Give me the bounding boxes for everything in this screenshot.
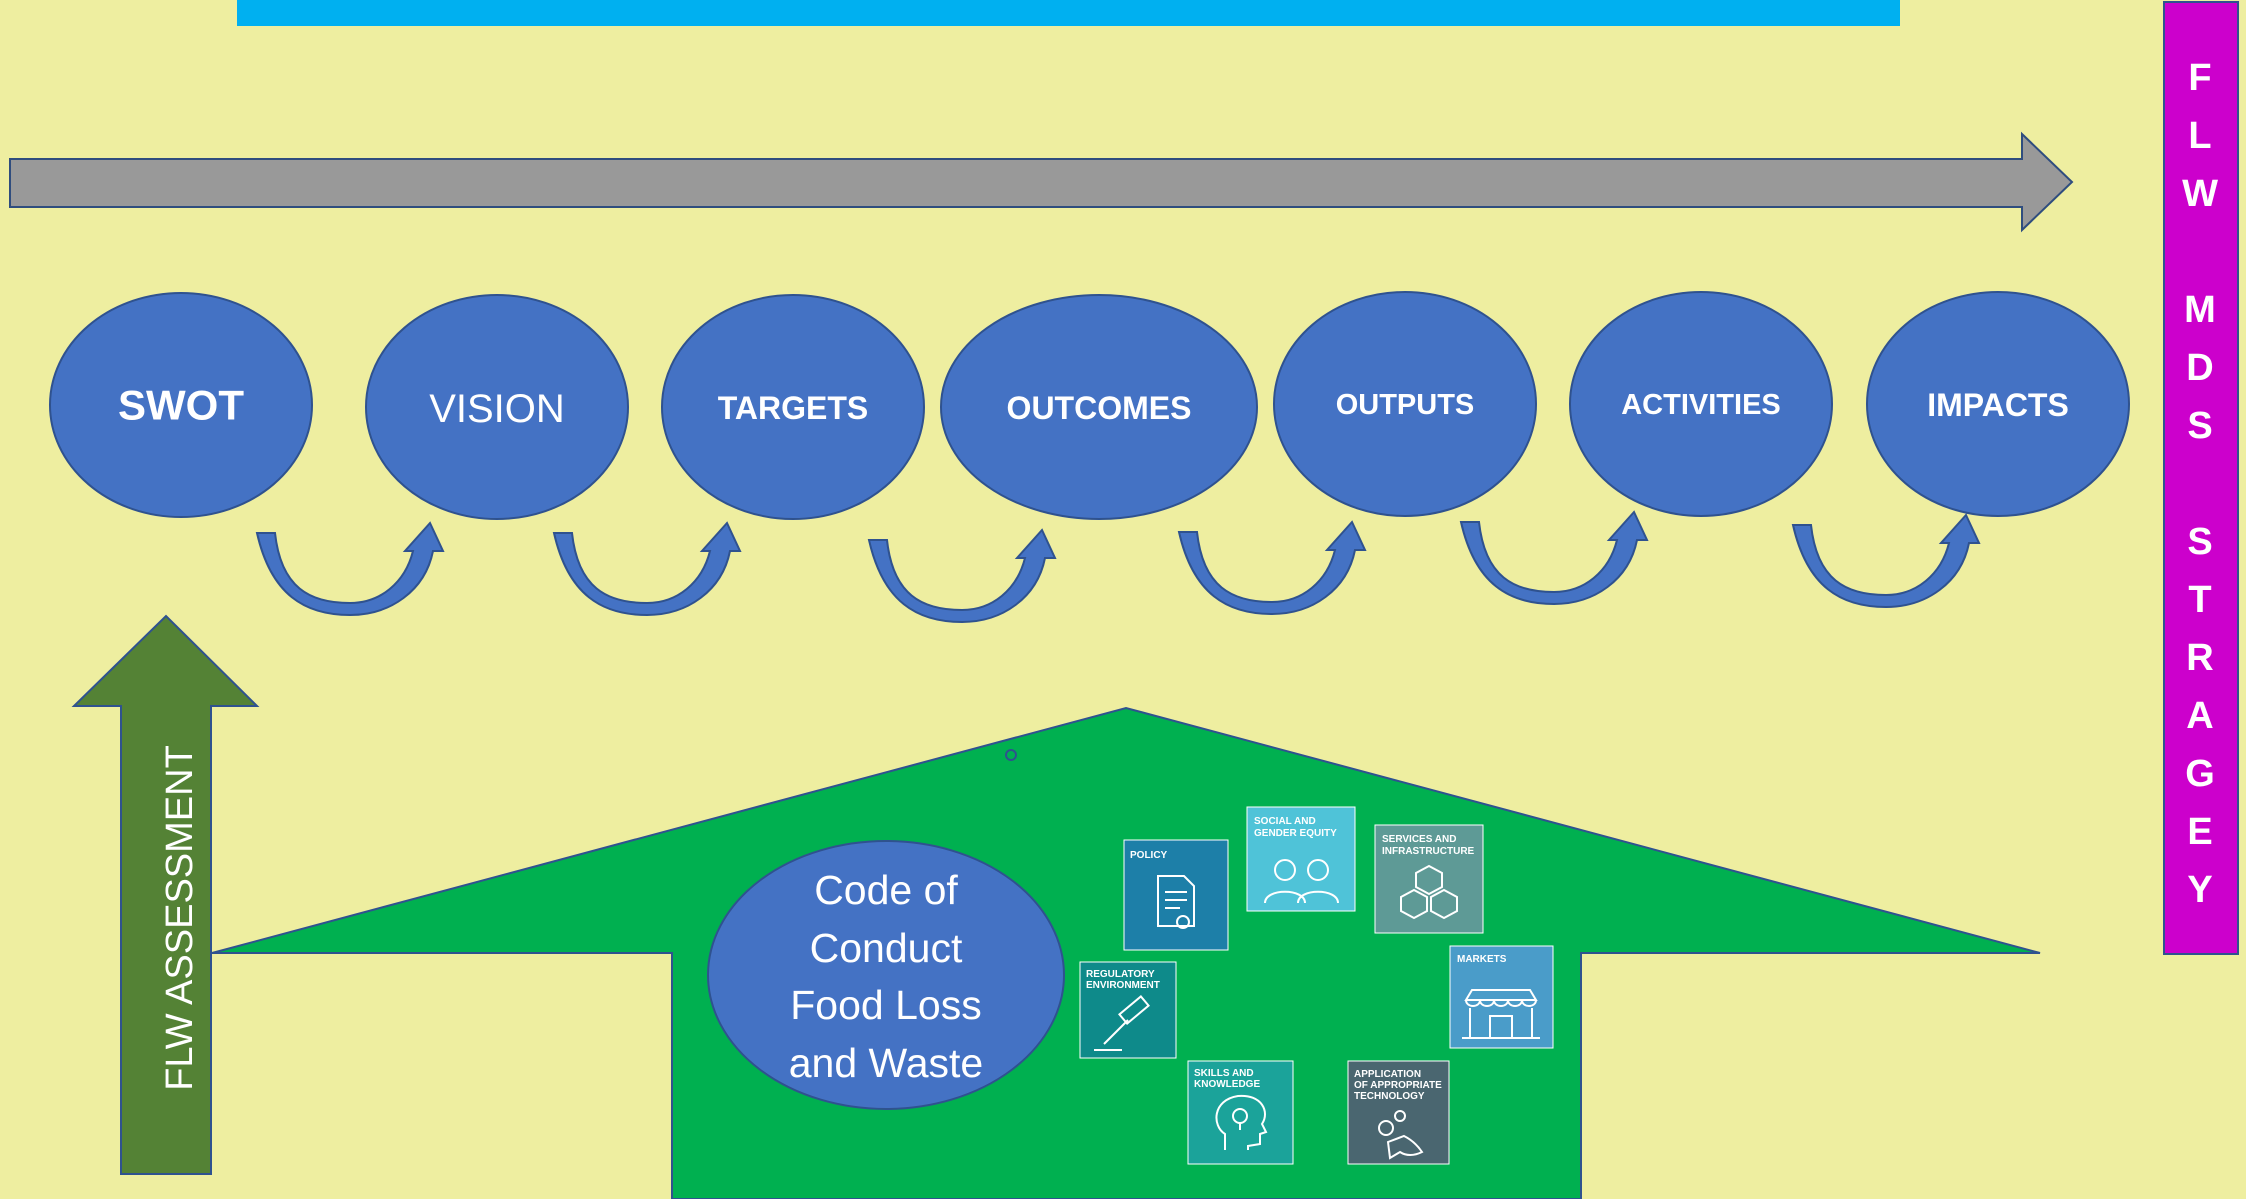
- connector-arrow-2: [553, 522, 741, 616]
- tile-technology: APPLICATION OF APPROPRIATE TECHNOLOGY: [1347, 1060, 1450, 1165]
- tile-skills-label-2: KNOWLEDGE: [1194, 1079, 1260, 1090]
- strategy-letter: S: [2187, 405, 2212, 447]
- top-bar: [237, 0, 1900, 26]
- tile-services-infrastructure: SERVICES AND INFRASTRUCTURE: [1374, 824, 1484, 934]
- tile-regulatory-label-1: REGULATORY: [1086, 969, 1155, 980]
- document-icon: [1157, 875, 1195, 929]
- tile-regulatory-label-2: ENVIRONMENT: [1086, 980, 1160, 991]
- stage-oval-vision: [365, 294, 629, 520]
- tile-technology-label-1: APPLICATION: [1354, 1069, 1421, 1080]
- code-of-conduct-oval: [707, 840, 1065, 1110]
- stage-label-activities: ACTIVITIES: [1621, 389, 1781, 421]
- strategy-letter: D: [2186, 347, 2213, 389]
- strategy-letter: Y: [2187, 869, 2212, 911]
- stage-label-outcomes: OUTCOMES: [1007, 390, 1192, 426]
- tile-social-label-1: SOCIAL AND: [1254, 816, 1316, 827]
- stage-oval-targets: [661, 294, 925, 520]
- stage-label-impacts: IMPACTS: [1927, 387, 2069, 423]
- stage-ovals: [49, 291, 2130, 520]
- assessment-label: FLW ASSESSMENT: [159, 745, 201, 1091]
- tile-policy-label: POLICY: [1130, 850, 1168, 861]
- stage-oval-impacts: [1866, 291, 2130, 517]
- strategy-letter: R: [2186, 637, 2213, 679]
- stage-oval-activities: [1569, 291, 1833, 517]
- tile-regulatory: REGULATORY ENVIRONMENT: [1079, 961, 1177, 1059]
- code-line-1: Code of: [814, 867, 958, 913]
- code-line-4: and Waste: [789, 1040, 983, 1086]
- strategy-bar: [2163, 1, 2239, 955]
- gavel-icon: [1094, 994, 1150, 1051]
- tile-markets: MARKETS: [1449, 945, 1554, 1049]
- tile-policy: POLICY: [1123, 839, 1229, 951]
- tile-social-label-2: GENDER EQUITY: [1254, 828, 1337, 839]
- tile-social-gender: SOCIAL AND GENDER EQUITY: [1246, 806, 1356, 912]
- connector-arrows: [256, 511, 1980, 623]
- head-bulb-icon: [1215, 1094, 1268, 1150]
- strategy-letter: E: [2187, 811, 2212, 853]
- tile-technology-label-3: TECHNOLOGY: [1354, 1091, 1425, 1102]
- strategy-letter: S: [2187, 521, 2212, 563]
- tile-skills: SKILLS AND KNOWLEDGE: [1187, 1060, 1294, 1165]
- code-of-conduct-text: Code of Conduct Food Loss and Waste: [789, 867, 983, 1086]
- strategy-letter: L: [2188, 115, 2211, 157]
- house-shape: [211, 706, 2041, 1199]
- stage-oval-outputs: [1273, 291, 1537, 517]
- assessment-arrow: [71, 614, 260, 1175]
- stage-oval-outcomes: [940, 294, 1258, 520]
- people-icon: [1264, 859, 1339, 904]
- connector-arrow-4: [1178, 521, 1366, 615]
- process-arrow: [9, 131, 2074, 233]
- tile-skills-label-1: SKILLS AND: [1194, 1068, 1254, 1079]
- strategy-letter: M: [2184, 289, 2216, 331]
- gears-fish-icon: [1378, 1110, 1424, 1160]
- strategy-letters: F L W M D S S T R A G E Y: [2182, 57, 2218, 911]
- code-line-3: Food Loss: [790, 982, 981, 1028]
- tile-technology-label-2: OF APPROPRIATE: [1354, 1080, 1442, 1091]
- stage-oval-swot: [49, 292, 313, 518]
- tile-services-label-2: INFRASTRUCTURE: [1382, 846, 1475, 857]
- tile-markets-label: MARKETS: [1457, 954, 1507, 965]
- stage-label-outputs: OUTPUTS: [1336, 389, 1475, 421]
- connector-arrow-5: [1460, 511, 1648, 605]
- house-dot: [1005, 749, 1017, 761]
- connector-arrow-3: [868, 529, 1056, 623]
- market-stall-icon: [1462, 989, 1540, 1039]
- strategy-letter: A: [2186, 695, 2213, 737]
- strategy-letter: T: [2188, 579, 2211, 621]
- code-line-2: Conduct: [810, 925, 963, 971]
- connector-arrow-6: [1792, 514, 1980, 608]
- stage-label-targets: TARGETS: [718, 390, 869, 426]
- strategy-letter: G: [2185, 753, 2215, 795]
- stage-label-vision: VISION: [429, 387, 565, 431]
- strategy-letter: W: [2182, 173, 2218, 215]
- connector-arrow-1: [256, 522, 444, 616]
- tile-services-label-1: SERVICES AND: [1382, 834, 1456, 845]
- stage-label-swot: SWOT: [118, 382, 244, 429]
- strategy-letter: F: [2188, 57, 2211, 99]
- stage-labels: SWOT VISION TARGETS OUTCOMES OUTPUTS ACT…: [118, 382, 2069, 432]
- cubes-icon: [1400, 864, 1458, 920]
